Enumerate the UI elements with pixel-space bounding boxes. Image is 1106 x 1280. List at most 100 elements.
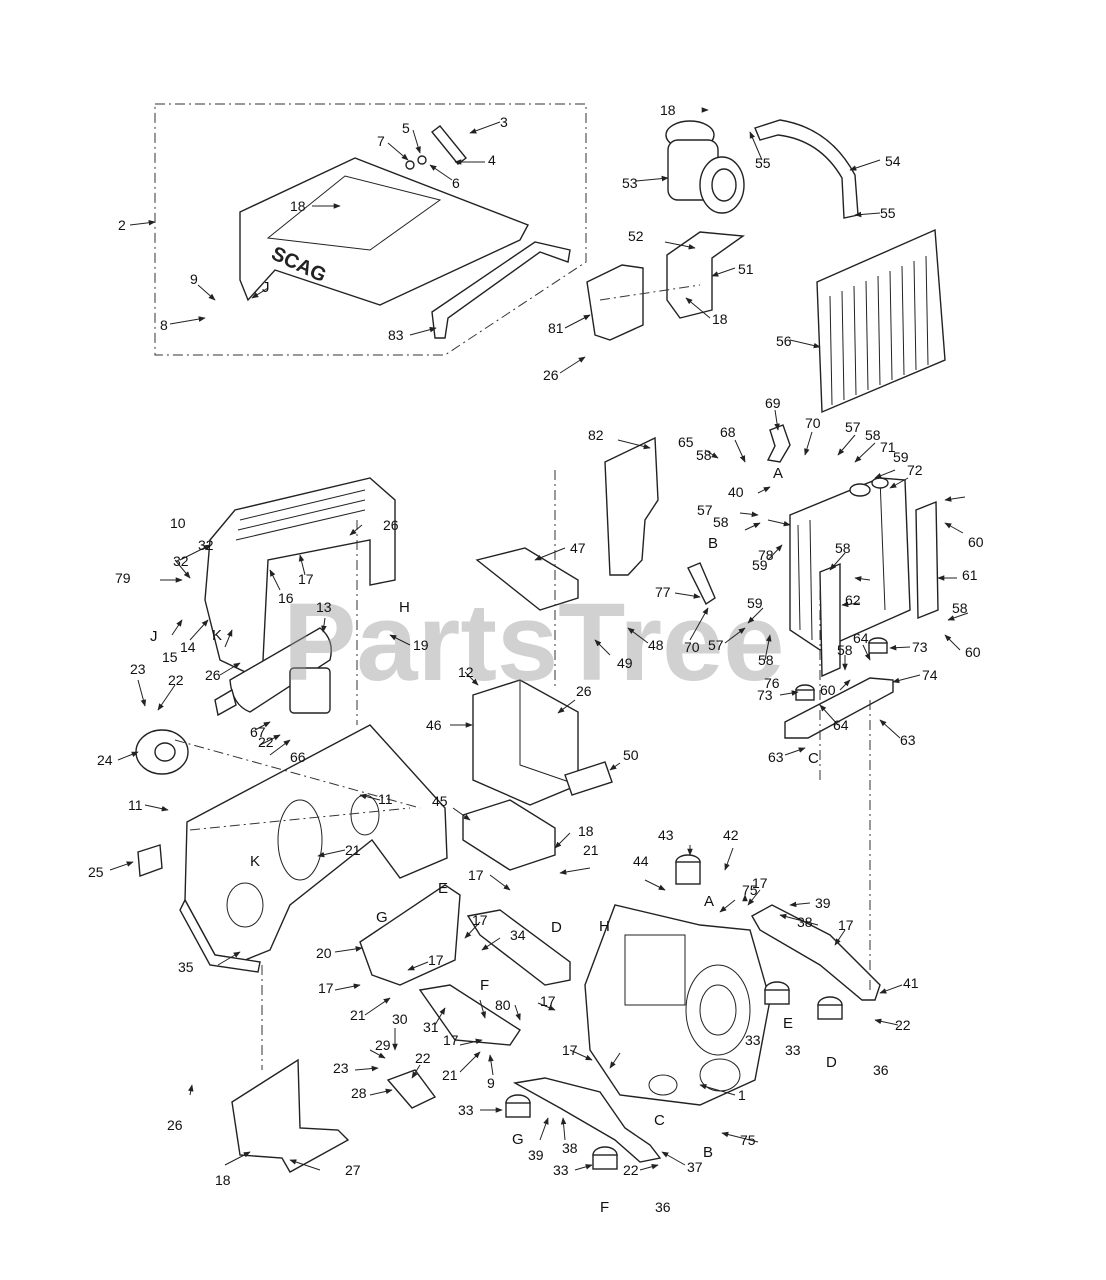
air-cleaner-bracket[interactable]: [666, 231, 745, 319]
callout-label[interactable]: 1: [738, 1087, 746, 1103]
callout-label[interactable]: 17: [562, 1042, 578, 1058]
callout-label[interactable]: 73: [912, 639, 928, 655]
connection-letter[interactable]: E: [783, 1015, 793, 1032]
callout-label[interactable]: 19: [413, 637, 429, 653]
callout-label[interactable]: 26: [205, 667, 221, 683]
radiator-screen[interactable]: [816, 228, 946, 414]
callout-label[interactable]: 31: [423, 1019, 439, 1035]
callout-label[interactable]: 13: [316, 599, 332, 615]
callout-label[interactable]: 18: [290, 198, 306, 214]
callout-label[interactable]: 33: [745, 1032, 761, 1048]
callout-label[interactable]: 38: [797, 914, 813, 930]
callout-label[interactable]: 48: [648, 637, 664, 653]
callout-label[interactable]: 66: [290, 749, 306, 765]
callout-label[interactable]: 55: [755, 155, 771, 171]
muffler[interactable]: [214, 627, 332, 717]
radiator-side-panel[interactable]: [915, 500, 939, 620]
callout-label[interactable]: 64: [853, 630, 869, 646]
connection-letter[interactable]: D: [551, 919, 562, 936]
callout-label[interactable]: 22: [168, 672, 184, 688]
callout-label[interactable]: 52: [628, 228, 644, 244]
frame-side-rail[interactable]: [179, 898, 261, 973]
callout-label[interactable]: 8: [160, 317, 168, 333]
callout-label[interactable]: 21: [442, 1067, 458, 1083]
callout-label[interactable]: 21: [350, 1007, 366, 1023]
callout-label[interactable]: 63: [768, 749, 784, 765]
rubber-mount-left[interactable]: [795, 684, 815, 701]
bracket-bottom[interactable]: [231, 1058, 350, 1173]
callout-label[interactable]: 17: [318, 980, 334, 996]
callout-label[interactable]: 33: [785, 1042, 801, 1058]
callout-label[interactable]: 35: [178, 959, 194, 975]
callout-label[interactable]: 70: [805, 415, 821, 431]
exhaust-heat-shield[interactable]: [204, 477, 396, 682]
callout-label[interactable]: 26: [576, 683, 592, 699]
radiator-side-bracket[interactable]: [604, 436, 659, 576]
callout-label[interactable]: 17: [838, 917, 854, 933]
callout-label[interactable]: 43: [658, 827, 674, 843]
callout-label[interactable]: 17: [540, 993, 556, 1009]
callout-label[interactable]: 6: [452, 175, 460, 191]
battery-bracket[interactable]: [462, 799, 556, 871]
callout-label[interactable]: 49: [617, 655, 633, 671]
callout-label[interactable]: 22: [258, 734, 274, 750]
fuel-filter[interactable]: [675, 854, 701, 885]
callout-label[interactable]: 39: [528, 1147, 544, 1163]
callout-label[interactable]: 53: [622, 175, 638, 191]
callout-label[interactable]: 58: [952, 600, 968, 616]
callout-label[interactable]: 80: [495, 997, 511, 1013]
callout-label[interactable]: 15: [162, 649, 178, 665]
callout-label[interactable]: 26: [167, 1117, 183, 1133]
callout-label[interactable]: 36: [655, 1199, 671, 1215]
callout-label[interactable]: 81: [548, 320, 564, 336]
callout-label[interactable]: 33: [553, 1162, 569, 1178]
callout-label[interactable]: 41: [903, 975, 919, 991]
callout-label[interactable]: 32: [198, 537, 214, 553]
callout-label[interactable]: 11: [128, 797, 143, 813]
callout-label[interactable]: 62: [845, 592, 861, 608]
callout-label[interactable]: 58: [837, 642, 853, 658]
callout-label[interactable]: 59: [893, 449, 909, 465]
callout-label[interactable]: 32: [173, 553, 189, 569]
callout-label[interactable]: 9: [190, 271, 198, 287]
callout-label[interactable]: 20: [316, 945, 332, 961]
engine-mount-bracket-front[interactable]: [512, 1077, 662, 1163]
callout-label[interactable]: 40: [728, 484, 744, 500]
air-intake-hose[interactable]: [754, 119, 859, 219]
callout-label[interactable]: 63: [900, 732, 916, 748]
connection-letter[interactable]: K: [250, 853, 260, 870]
callout-label[interactable]: 72: [907, 462, 923, 478]
engine-mount-bracket-left[interactable]: [359, 884, 461, 986]
callout-label[interactable]: 36: [873, 1062, 889, 1078]
callout-label[interactable]: 65: [678, 434, 694, 450]
connection-letter[interactable]: H: [599, 918, 610, 935]
callout-label[interactable]: 18: [660, 102, 676, 118]
air-cleaner-shield[interactable]: [586, 264, 644, 341]
callout-label[interactable]: 58: [758, 652, 774, 668]
connection-letter[interactable]: D: [826, 1054, 837, 1071]
callout-label[interactable]: 70: [684, 639, 700, 655]
connection-letter[interactable]: J: [150, 628, 158, 645]
callout-label[interactable]: 26: [543, 367, 559, 383]
callout-label[interactable]: 12: [458, 664, 474, 680]
connection-letter[interactable]: C: [808, 750, 819, 767]
callout-label[interactable]: 57: [845, 419, 861, 435]
callout-label[interactable]: 22: [895, 1017, 911, 1033]
callout-label[interactable]: 18: [215, 1172, 231, 1188]
callout-label[interactable]: 68: [720, 424, 736, 440]
engine-mount-plate[interactable]: [418, 984, 521, 1046]
callout-label[interactable]: 82: [588, 427, 604, 443]
small-bracket-25[interactable]: [137, 844, 163, 877]
callout-label[interactable]: 39: [815, 895, 831, 911]
radiator-assembly[interactable]: [789, 477, 911, 651]
callout-label[interactable]: 29: [375, 1037, 391, 1053]
connection-letter[interactable]: G: [376, 909, 388, 926]
callout-label[interactable]: 60: [965, 644, 981, 660]
callout-label[interactable]: 17: [472, 912, 488, 928]
callout-label[interactable]: 26: [383, 517, 399, 533]
callout-label[interactable]: 73: [757, 687, 773, 703]
callout-label[interactable]: 74: [922, 667, 938, 683]
callout-label[interactable]: 34: [510, 927, 526, 943]
callout-label[interactable]: 77: [655, 584, 671, 600]
callout-label[interactable]: 42: [723, 827, 739, 843]
